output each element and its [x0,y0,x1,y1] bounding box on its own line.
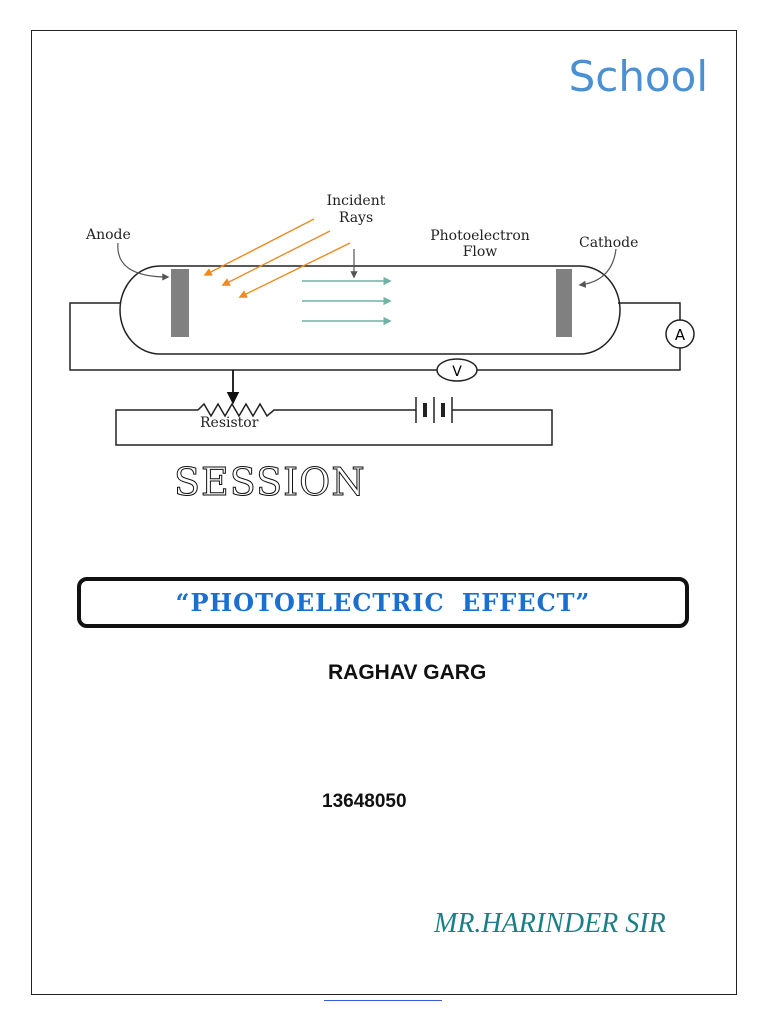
cathode-label: Cathode [579,235,638,251]
page-border [31,30,737,995]
ammeter-label: A [675,326,686,344]
incident-rays-label: Rays [339,210,373,226]
ammeter-symbol [665,319,695,349]
voltmeter-symbol [436,358,478,382]
student-name: RAGHAV GARG [328,661,487,684]
vacuum-tube [119,265,621,355]
teacher-name: MR.HARINDER SIR [434,908,666,939]
lower-circuit-wire [115,409,553,446]
anode-pointer [117,242,170,281]
incident-ray [221,230,331,286]
outer-circuit-wire [618,302,681,320]
cathode-plate [556,269,572,337]
photoelectric-diagram: A V Incident Rays Photoelectron Flow Ano… [69,193,695,446]
battery-symbol [415,397,460,423]
outer-circuit-wire [69,302,437,371]
photoelectron-label: Photoelectron [430,228,530,244]
incident-rays-label: Incident [327,193,386,209]
footer-link-underline [324,1000,442,1001]
session-heading: SESSION [174,460,366,505]
title-box: “PHOTOELECTRIC EFFECT” [77,577,689,628]
roll-number: 13648050 [322,791,407,812]
voltmeter-label: V [452,364,462,380]
report-title: “PHOTOELECTRIC EFFECT” [175,588,591,617]
resistor-label: Resistor [200,415,259,431]
anode-label: Anode [85,227,131,243]
anode-plate [171,269,189,337]
photoelectron-label: Flow [463,244,498,260]
outer-circuit-wire [477,348,681,371]
resistor-symbol [197,402,416,418]
cathode-pointer [578,248,617,288]
school-heading: School [568,52,708,101]
incident-ray [203,218,315,276]
incident-ray [238,242,351,298]
